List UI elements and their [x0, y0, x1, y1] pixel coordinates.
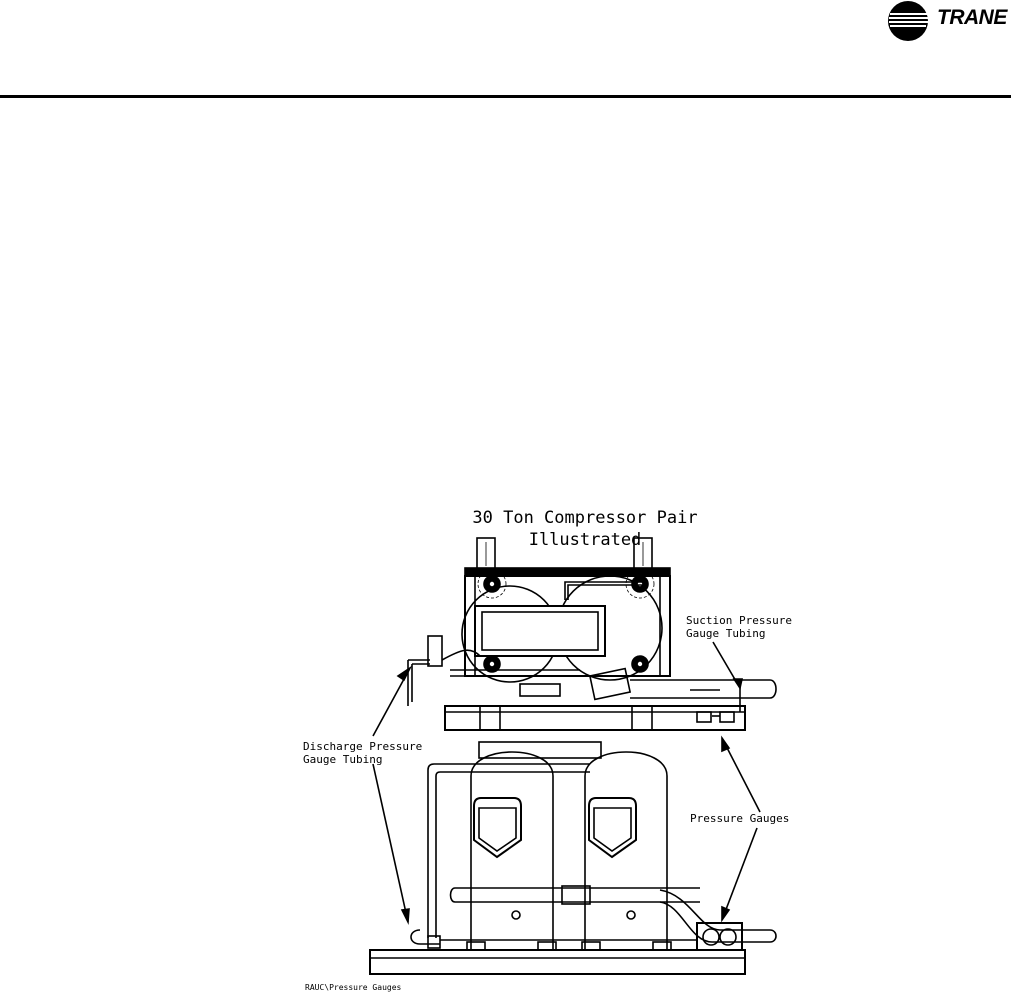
- figure-title-line2: Illustrated: [528, 530, 642, 550]
- header-rule: [0, 95, 1011, 98]
- figure-caption: RAUC\Pressure Gauges: [305, 983, 402, 992]
- discharge-gauge-tubing-label: Discharge Pressure Gauge Tubing: [303, 740, 423, 766]
- pressure-gauges-label: Pressure Gauges: [690, 812, 790, 825]
- figure-title-line1: 30 Ton Compressor Pair: [472, 508, 698, 528]
- logo-text: TRANE: [937, 6, 1007, 29]
- trane-logo-icon: [888, 1, 928, 41]
- suction-gauge-tubing-label: Suction Pressure Gauge Tubing: [686, 614, 792, 640]
- figure-title: 30 Ton Compressor Pair Illustrated: [420, 507, 750, 551]
